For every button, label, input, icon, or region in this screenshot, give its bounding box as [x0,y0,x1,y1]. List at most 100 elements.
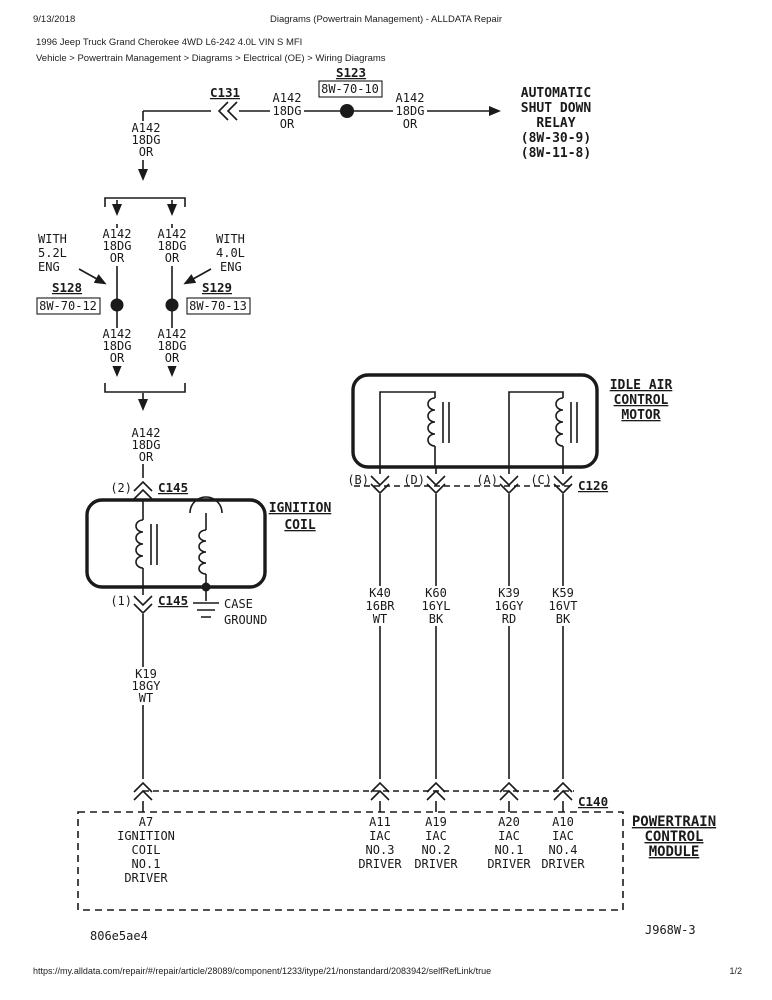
pcm-pin-label: DRIVER [358,857,402,871]
pcm-pin-label: NO.2 [422,843,451,857]
wire-label: WT [139,691,153,705]
split-bracket [104,197,186,216]
s128-ref-box [36,297,101,315]
breadcrumb: Vehicle > Powertrain Management > Diagra… [36,53,386,64]
branch-wires [78,224,212,377]
s128-ref: 8W-70-12 [39,299,97,313]
splice-s128-label: S128 [52,280,82,295]
main-feed-wire [138,101,501,181]
pcm-pin-label: NO.1 [132,857,161,871]
asd-relay-label: SHUT DOWN [521,101,592,116]
splice-s129-dot [165,298,179,312]
pcm-box [77,811,624,911]
pcm-pin-label: IAC [552,829,574,843]
label-masks [100,104,580,705]
wire-label: RD [502,612,516,626]
asd-relay-label: (8W-11-8) [521,146,591,161]
pcm-pin-label: IAC [498,829,520,843]
engine-note-52: 5.2L [38,246,67,260]
wire-label: OR [110,351,125,365]
engine-note-52: ENG [38,260,60,274]
wire-label: K39 [498,586,520,600]
ignition-coil-box [85,496,267,618]
wire-label: A142 [103,227,132,241]
wire-label: 18DG [132,438,161,452]
ignition-coil-label: COIL [284,518,315,533]
splice-s123-dot [340,104,354,118]
asd-relay-label: RELAY [536,116,575,131]
wire-label: 16GY [495,599,525,613]
source-url: https://my.alldata.com/repair/#/repair/a… [33,966,492,976]
s129-ref-box [186,297,251,315]
asd-relay-label: AUTOMATIC [521,86,591,101]
wire-label: OR [165,251,180,265]
connector-c140-label: C140 [578,794,608,809]
vehicle-description: 1996 Jeep Truck Grand Cherokee 4WD L6-24… [36,37,303,48]
asd-relay-label: (8W-30-9) [521,131,591,146]
page-number: 1/2 [729,966,742,976]
doc-id: 806e5ae4 [90,929,148,943]
s123-ref-box [318,80,383,98]
wire-label: BK [556,612,571,626]
case-ground-label: CASE [224,597,253,611]
pcm-pin-label: IAC [425,829,447,843]
pcm-pin-label: NO.1 [495,843,524,857]
wire-label: 16YL [422,599,451,613]
iac-motor-box [351,373,599,469]
iac-pin-label: (B) [347,473,369,487]
s123-ref: 8W-70-10 [321,82,379,96]
iac-pin-label: (C) [530,473,552,487]
wire-label: 18GY [132,679,162,693]
s129-ref: 8W-70-13 [189,299,247,313]
pcm-pin-label: A19 [425,815,447,829]
pcm-pin-label: DRIVER [414,857,458,871]
engine-note-52: WITH [38,232,67,246]
wire-label: WT [373,612,387,626]
c140-connector-row [133,781,574,812]
pin-number-label: (2) [110,481,132,495]
wire-label: 16BR [366,599,396,613]
wire-label: K40 [369,586,391,600]
wire-label: K19 [135,667,157,681]
wire-label: OR [403,117,418,131]
connector-c145-label: C145 [158,480,188,495]
splice-s129-label: S129 [202,280,232,295]
page-title: Diagrams (Powertrain Management) - ALLDA… [270,14,502,25]
iac-motor-label: CONTROL [614,393,669,408]
engine-note-40: 4.0L [216,246,245,260]
wire-label: OR [280,117,295,131]
connector-c131-label: C131 [210,85,240,100]
merge-bracket [104,383,186,520]
wire-label: K60 [425,586,447,600]
pcm-pin-label: A10 [552,815,574,829]
iac-pin-label: (D) [403,473,425,487]
wire-label: 16VT [549,599,578,613]
wire-label: A142 [273,91,302,105]
sheet-id: J968W-3 [645,923,696,937]
engine-note-40: WITH [216,232,245,246]
wire-label: BK [429,612,444,626]
pcm-pin-label: DRIVER [541,857,585,871]
wire-label: 18DG [396,104,425,118]
wire-label: OR [139,450,154,464]
wire-label: 18DG [103,239,132,253]
pcm-label: MODULE [649,844,700,860]
wire-label: 18DG [273,104,302,118]
connector-c145-label: C145 [158,593,188,608]
pcm-pin-label: NO.3 [366,843,395,857]
case-ground-label: GROUND [224,613,267,627]
pcm-label: POWERTRAIN [632,814,716,830]
wire-label: A142 [158,327,187,341]
pin-number-label: (1) [110,594,132,608]
pcm-pin-label: A7 [139,815,153,829]
wire-label: A142 [103,327,132,341]
pcm-pin-label: A20 [498,815,520,829]
pcm-pin-label: IAC [369,829,391,843]
pcm-pin-label: DRIVER [124,871,168,885]
wire-label: A142 [396,91,425,105]
c126-connector-row [354,467,573,779]
pcm-pin-label: DRIVER [487,857,531,871]
iac-motor-label: IDLE AIR [610,378,673,393]
pcm-label: CONTROL [644,829,703,845]
